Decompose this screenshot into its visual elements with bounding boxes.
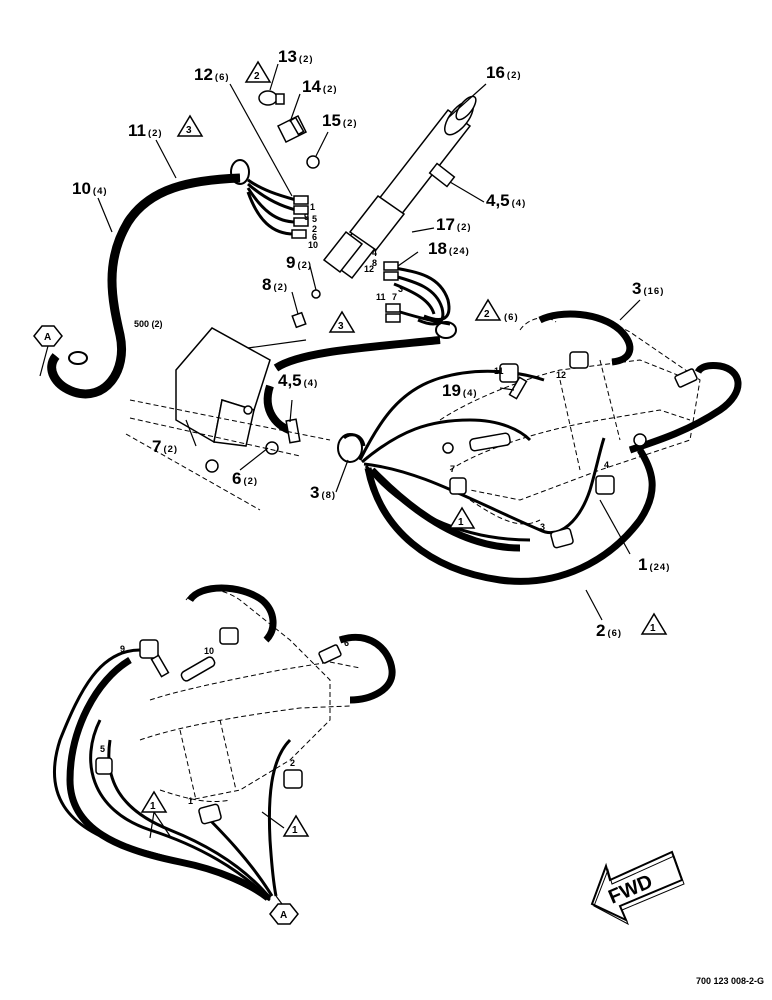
note-triangle-1-lower-left: 1 <box>140 790 168 813</box>
fitting-num-9: 9 <box>304 212 309 222</box>
svg-text:A: A <box>280 910 287 921</box>
sensor-num-3: 3 <box>540 522 545 532</box>
sensor-num-1: 1 <box>188 796 193 806</box>
svg-text:3: 3 <box>338 321 344 332</box>
fitting-block-left <box>291 195 309 239</box>
note-triangles: 2 3 2 (6) 3 1 1 1 1 <box>140 60 668 839</box>
mounting-bracket <box>175 327 279 473</box>
upper-hose-assembly <box>47 90 477 511</box>
sensor-num-5: 5 <box>100 744 105 754</box>
callout-13: 13(2) <box>278 47 314 66</box>
note-triangle-1-mid: 1 <box>448 506 476 529</box>
fittings-right-group <box>442 351 698 549</box>
callout-10: 10(4) <box>72 179 108 198</box>
callout-12: 12(6) <box>194 65 230 84</box>
fitting-num-2: 2 <box>312 224 317 234</box>
callout-8: 8(2) <box>262 275 288 294</box>
hose-length-label: 500 (2) <box>134 319 163 329</box>
note-triangle-3-mid: 3 <box>328 310 356 333</box>
callout-2: 2(6) <box>596 621 622 640</box>
callout-4-5-upper: 4,5(4) <box>486 191 526 210</box>
sensor-num-11: 11 <box>494 366 504 376</box>
fitting-num-12: 12 <box>364 264 374 274</box>
drawing-code: 700 123 008-2-G <box>695 976 764 986</box>
callout-3-left: 3(8) <box>310 483 336 502</box>
callout-19: 19(4) <box>442 381 478 400</box>
sensor-num-10: 10 <box>204 646 214 656</box>
fitting-num-3: 3 <box>398 284 403 294</box>
callout-18: 18(24) <box>428 239 470 258</box>
fitting-num-7: 7 <box>392 292 397 302</box>
callout-1: 1(24) <box>638 555 670 574</box>
sensor-num-4: 4 <box>604 460 609 470</box>
fitting-num-11: 11 <box>376 292 386 302</box>
sensor-num-9: 9 <box>120 644 125 654</box>
leader-lines <box>97 63 641 621</box>
callout-4-5-lower: 4,5(4) <box>278 371 318 390</box>
fitting-num-4: 4 <box>372 248 377 258</box>
right-frame-assembly <box>337 310 742 585</box>
connector-a-top: A <box>33 325 63 377</box>
callout-6: 6(2) <box>232 469 258 488</box>
svg-text:1: 1 <box>292 825 298 836</box>
svg-text:3: 3 <box>186 125 192 136</box>
callout-17: 17(2) <box>436 215 472 234</box>
note-triangle-2-top: 2 <box>244 60 272 83</box>
sensor-num-12: 12 <box>556 370 566 380</box>
fitting-num-5: 5 <box>312 214 317 224</box>
svg-text:A: A <box>44 332 51 343</box>
callout-16: 16(2) <box>486 63 522 82</box>
fitting-number-labels: 1 9 5 2 6 10 4 8 12 3 11 7 11 12 8 7 4 3… <box>100 202 703 806</box>
connector-a-bottom: A <box>269 895 299 925</box>
callout-labels: 13(2) 12(6) 14(2) 16(2) 11(2) 15(2) 10(4… <box>72 47 670 640</box>
callout-9: 9(2) <box>286 253 312 272</box>
callout-14: 14(2) <box>302 77 338 96</box>
fitting-parts-13-15 <box>258 90 320 169</box>
svg-text:2: 2 <box>254 71 260 82</box>
svg-text:1: 1 <box>650 623 656 634</box>
fittings-lower-group <box>95 627 342 825</box>
fitting-num-8: 8 <box>372 258 377 268</box>
sensor-num-2: 2 <box>290 758 295 768</box>
fitting-num-10: 10 <box>308 240 318 250</box>
sensor-num-8: 8 <box>698 364 703 374</box>
callout-15: 15(2) <box>322 111 358 130</box>
fitting-block-right <box>383 261 401 323</box>
note-triangle-1-right: 1 <box>640 612 668 635</box>
svg-text:1: 1 <box>150 801 156 812</box>
cylinder-part <box>322 95 477 280</box>
note-triangle-3-top: 3 <box>176 114 204 137</box>
callout-3-top: 3(16) <box>632 279 664 298</box>
fitting-num-6: 6 <box>312 232 317 242</box>
sensor-num-7: 7 <box>450 464 455 474</box>
lower-frame-assembly <box>52 584 396 902</box>
callout-7: 7(2) <box>152 437 178 456</box>
fitting-num-1: 1 <box>310 202 315 212</box>
forward-arrow-icon: FWD <box>590 850 685 926</box>
sensor-num-6: 6 <box>344 638 349 648</box>
svg-text:2: 2 <box>484 309 490 320</box>
note-triangle-2-mid: 2 (6) <box>474 298 519 323</box>
note-triangle-1-lower-right: 1 <box>282 814 310 837</box>
svg-text:1: 1 <box>458 517 464 528</box>
svg-text:(6): (6) <box>504 312 519 323</box>
callout-11: 11(2) <box>128 121 163 140</box>
